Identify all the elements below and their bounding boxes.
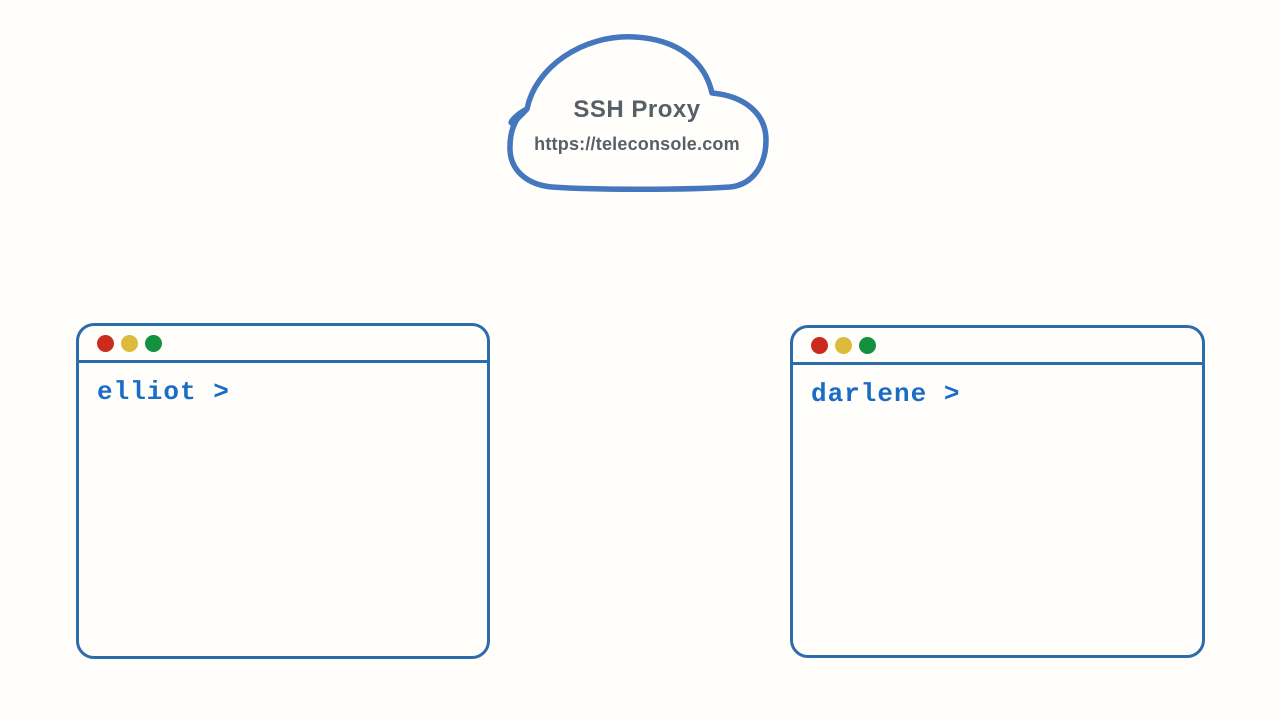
terminal-prompt: darlene > (811, 379, 961, 409)
terminal-titlebar (79, 326, 487, 363)
minimize-button-dot[interactable] (121, 334, 138, 352)
terminal-body[interactable]: elliot > (79, 363, 487, 421)
ssh-proxy-cloud: SSH Proxy https://teleconsole.com (504, 33, 770, 194)
terminal-window-elliot: elliot > (76, 323, 490, 659)
minimize-button-dot[interactable] (835, 336, 852, 354)
terminal-body[interactable]: darlene > (793, 365, 1202, 423)
cloud-url: https://teleconsole.com (534, 134, 740, 154)
terminal-window-darlene: darlene > (790, 325, 1205, 658)
cloud-icon (507, 34, 769, 192)
cloud-title: SSH Proxy (573, 96, 701, 123)
close-button-dot[interactable] (811, 336, 828, 354)
close-button-dot[interactable] (97, 334, 114, 352)
maximize-button-dot[interactable] (145, 334, 162, 352)
terminal-titlebar (793, 328, 1202, 365)
maximize-button-dot[interactable] (859, 336, 876, 354)
terminal-prompt: elliot > (97, 377, 230, 407)
